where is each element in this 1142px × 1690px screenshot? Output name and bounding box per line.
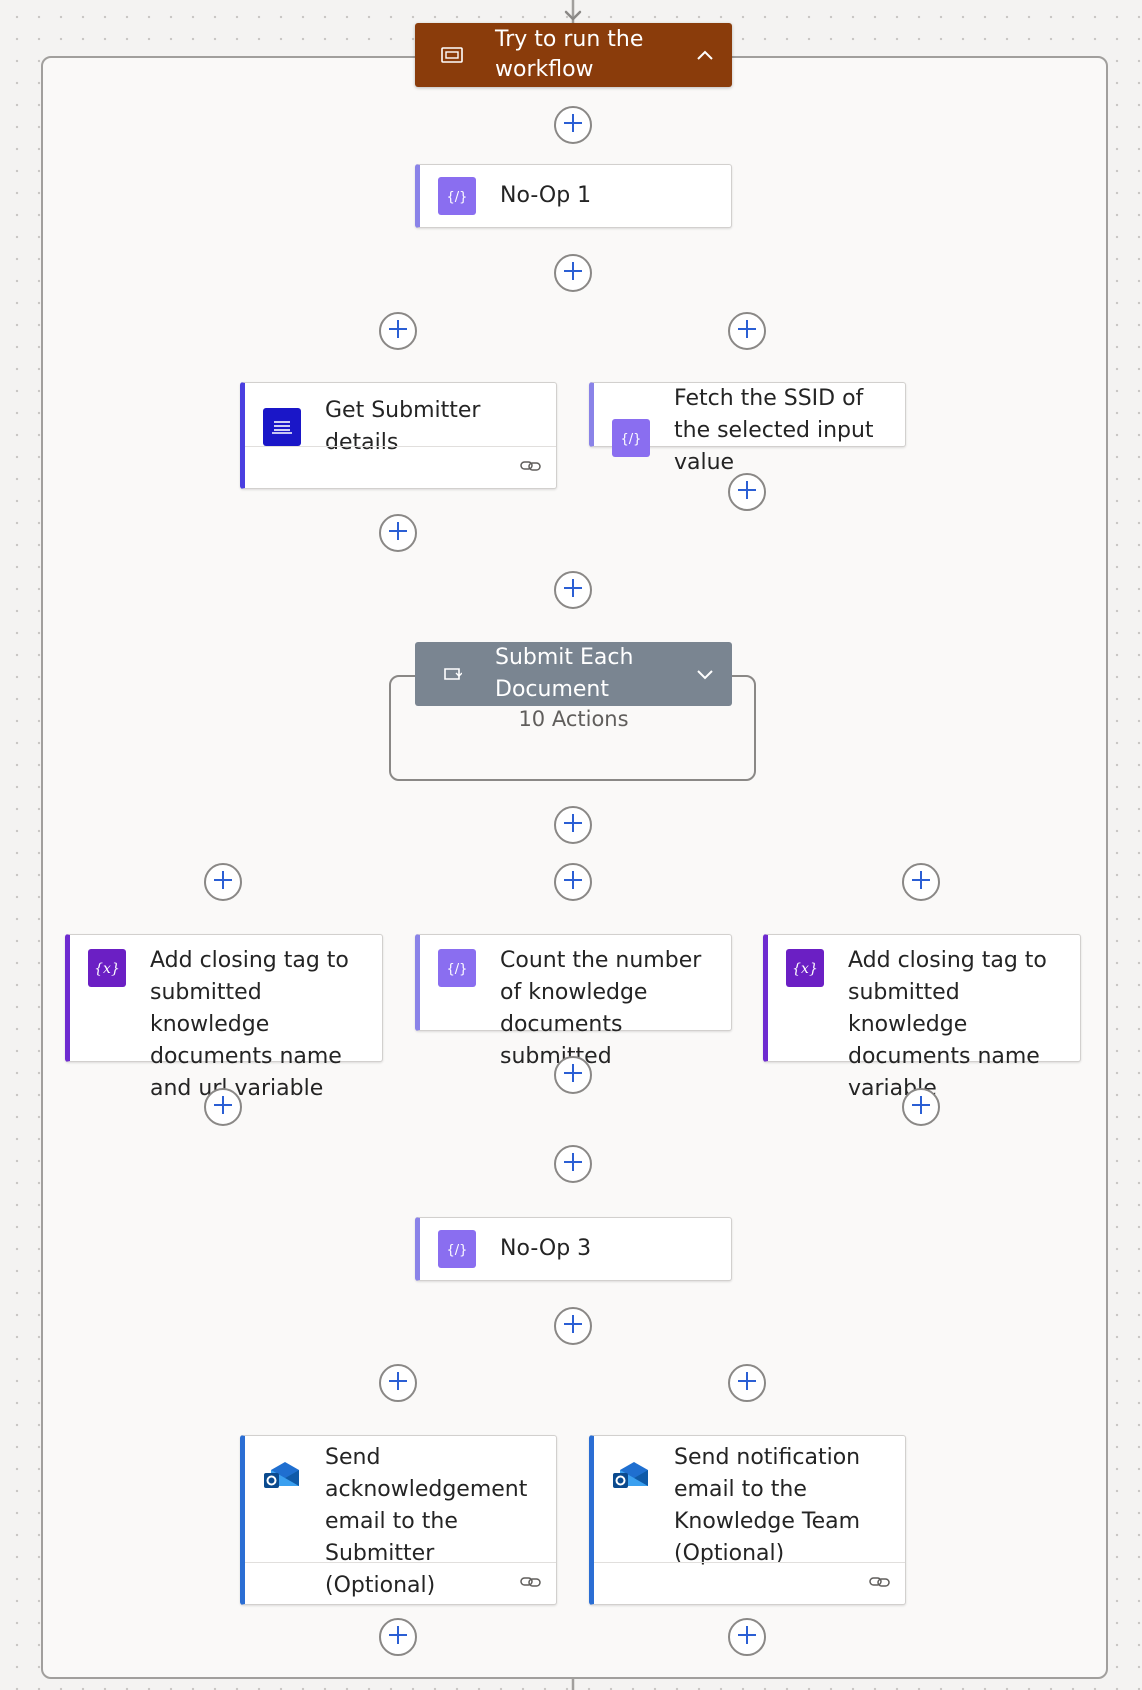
- action-title: Add closing tag to submitted knowledge d…: [848, 948, 1047, 1101]
- loop-title: Submit Each Document: [495, 645, 634, 702]
- action-title: Get Submitter details: [325, 398, 481, 455]
- link-icon[interactable]: [520, 1574, 542, 1593]
- insert-step-button[interactable]: [204, 1088, 242, 1126]
- action-card-add-closing-name[interactable]: {x} Add closing tag to submitted knowled…: [763, 934, 1081, 1101]
- insert-step-button[interactable]: [554, 106, 592, 144]
- action-title: No-Op 1: [500, 183, 592, 208]
- card-footer: [245, 1562, 556, 1604]
- plus-icon: [562, 1313, 584, 1339]
- action-card-send-notify[interactable]: Send notification email to the Knowledge…: [589, 1435, 906, 1605]
- insert-step-button[interactable]: [204, 863, 242, 901]
- insert-step-button[interactable]: [554, 571, 592, 609]
- insert-step-button[interactable]: [728, 312, 766, 350]
- variable-icon: {x}: [786, 949, 824, 987]
- insert-step-button[interactable]: [554, 1056, 592, 1094]
- plus-icon: [562, 112, 584, 138]
- plus-icon: [736, 318, 758, 344]
- svg-text:{/}: {/}: [447, 190, 468, 205]
- insert-step-button[interactable]: [554, 806, 592, 844]
- insert-step-button[interactable]: [554, 1145, 592, 1183]
- plus-icon: [387, 1624, 409, 1650]
- card-footer: [245, 446, 556, 488]
- plus-icon: [562, 1151, 584, 1177]
- action-title: Send notification email to the Knowledge…: [674, 1445, 861, 1566]
- plus-icon: [562, 260, 584, 286]
- insert-step-button[interactable]: [902, 1088, 940, 1126]
- list-icon: [263, 408, 301, 446]
- compose-icon: {/}: [612, 419, 650, 457]
- svg-text:{/}: {/}: [447, 962, 468, 977]
- action-title: Add closing tag to submitted knowledge d…: [150, 948, 349, 1101]
- action-card-noop-3[interactable]: {/} No-Op 3: [415, 1217, 732, 1281]
- compose-icon: {/}: [438, 1230, 476, 1268]
- plus-icon: [736, 479, 758, 505]
- plus-icon: [387, 318, 409, 344]
- plus-icon: [562, 869, 584, 895]
- compose-icon: {/}: [438, 949, 476, 987]
- loop-icon: [435, 666, 469, 682]
- insert-step-button[interactable]: [379, 1618, 417, 1656]
- insert-step-button[interactable]: [554, 863, 592, 901]
- svg-text:{/}: {/}: [447, 1243, 468, 1258]
- svg-text:{x}: {x}: [94, 961, 120, 977]
- plus-icon: [387, 1370, 409, 1396]
- action-card-fetch-ssid[interactable]: {/} Fetch the SSID of the selected input…: [589, 382, 906, 475]
- insert-step-button[interactable]: [554, 254, 592, 292]
- action-title: Send acknowledgement email to the Submit…: [325, 1445, 528, 1598]
- svg-text:{x}: {x}: [792, 961, 818, 977]
- chevron-up-icon[interactable]: [692, 49, 718, 61]
- insert-step-button[interactable]: [728, 1618, 766, 1656]
- plus-icon: [736, 1624, 758, 1650]
- chevron-down-icon[interactable]: [692, 668, 718, 680]
- plus-icon: [910, 869, 932, 895]
- plus-icon: [387, 520, 409, 546]
- scope-header-try-run[interactable]: Try to run the workflow: [415, 23, 732, 87]
- link-icon[interactable]: [520, 458, 542, 477]
- action-card-noop-1[interactable]: {/} No-Op 1: [415, 164, 732, 228]
- insert-step-button[interactable]: [554, 1307, 592, 1345]
- link-icon[interactable]: [869, 1574, 891, 1593]
- action-card-add-closing-name-url[interactable]: {x} Add closing tag to submitted knowled…: [65, 934, 383, 1101]
- insert-step-button[interactable]: [379, 312, 417, 350]
- svg-text:{/}: {/}: [621, 432, 642, 447]
- outlook-icon: [612, 1456, 650, 1494]
- plus-icon: [910, 1094, 932, 1120]
- action-card-count-docs[interactable]: {/} Count the number of knowledge docume…: [415, 934, 732, 1069]
- insert-step-button[interactable]: [902, 863, 940, 901]
- loop-actions-count: 10 Actions: [518, 707, 629, 731]
- action-title: Fetch the SSID of the selected input val…: [674, 386, 874, 475]
- action-title: No-Op 3: [500, 1236, 592, 1261]
- insert-step-button[interactable]: [379, 514, 417, 552]
- variable-icon: {x}: [88, 949, 126, 987]
- insert-step-button[interactable]: [379, 1364, 417, 1402]
- action-card-get-submitter[interactable]: Get Submitter details: [240, 382, 557, 489]
- card-footer: [594, 1562, 905, 1604]
- plus-icon: [212, 1094, 234, 1120]
- insert-step-button[interactable]: [728, 473, 766, 511]
- plus-icon: [212, 869, 234, 895]
- action-card-send-ack[interactable]: Send acknowledgement email to the Submit…: [240, 1435, 557, 1605]
- action-title: Count the number of knowledge documents …: [500, 948, 702, 1069]
- plus-icon: [562, 577, 584, 603]
- plus-icon: [562, 1062, 584, 1088]
- compose-icon: {/}: [438, 177, 476, 215]
- plus-icon: [562, 812, 584, 838]
- scope-title: Try to run the workflow: [495, 27, 644, 82]
- outlook-icon: [263, 1456, 301, 1494]
- insert-step-button[interactable]: [728, 1364, 766, 1402]
- scope-icon: [435, 47, 469, 63]
- plus-icon: [736, 1370, 758, 1396]
- loop-header-submit-each[interactable]: Submit Each Document: [415, 642, 732, 706]
